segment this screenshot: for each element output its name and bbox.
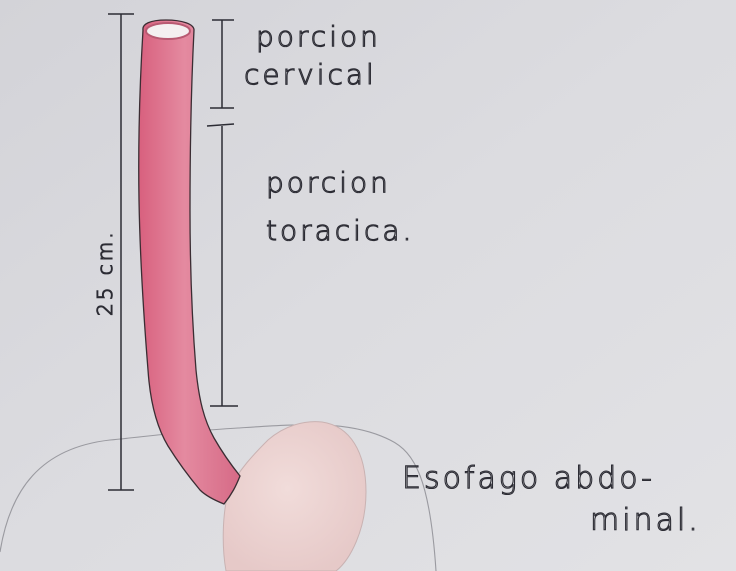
- cervical-label-line1: porcion: [256, 20, 381, 53]
- esophagus-opening: [146, 23, 190, 39]
- cervical-label-line2: cervical: [244, 58, 377, 91]
- abdominal-label-line2: minal.: [590, 503, 701, 538]
- thoracic-label-line2: toracica.: [266, 214, 414, 247]
- thoracic-label-line1: porcion: [266, 166, 391, 199]
- length-label: 25 cm.: [93, 229, 117, 316]
- abdominal-label-line1: Esofago abdo-: [402, 461, 655, 496]
